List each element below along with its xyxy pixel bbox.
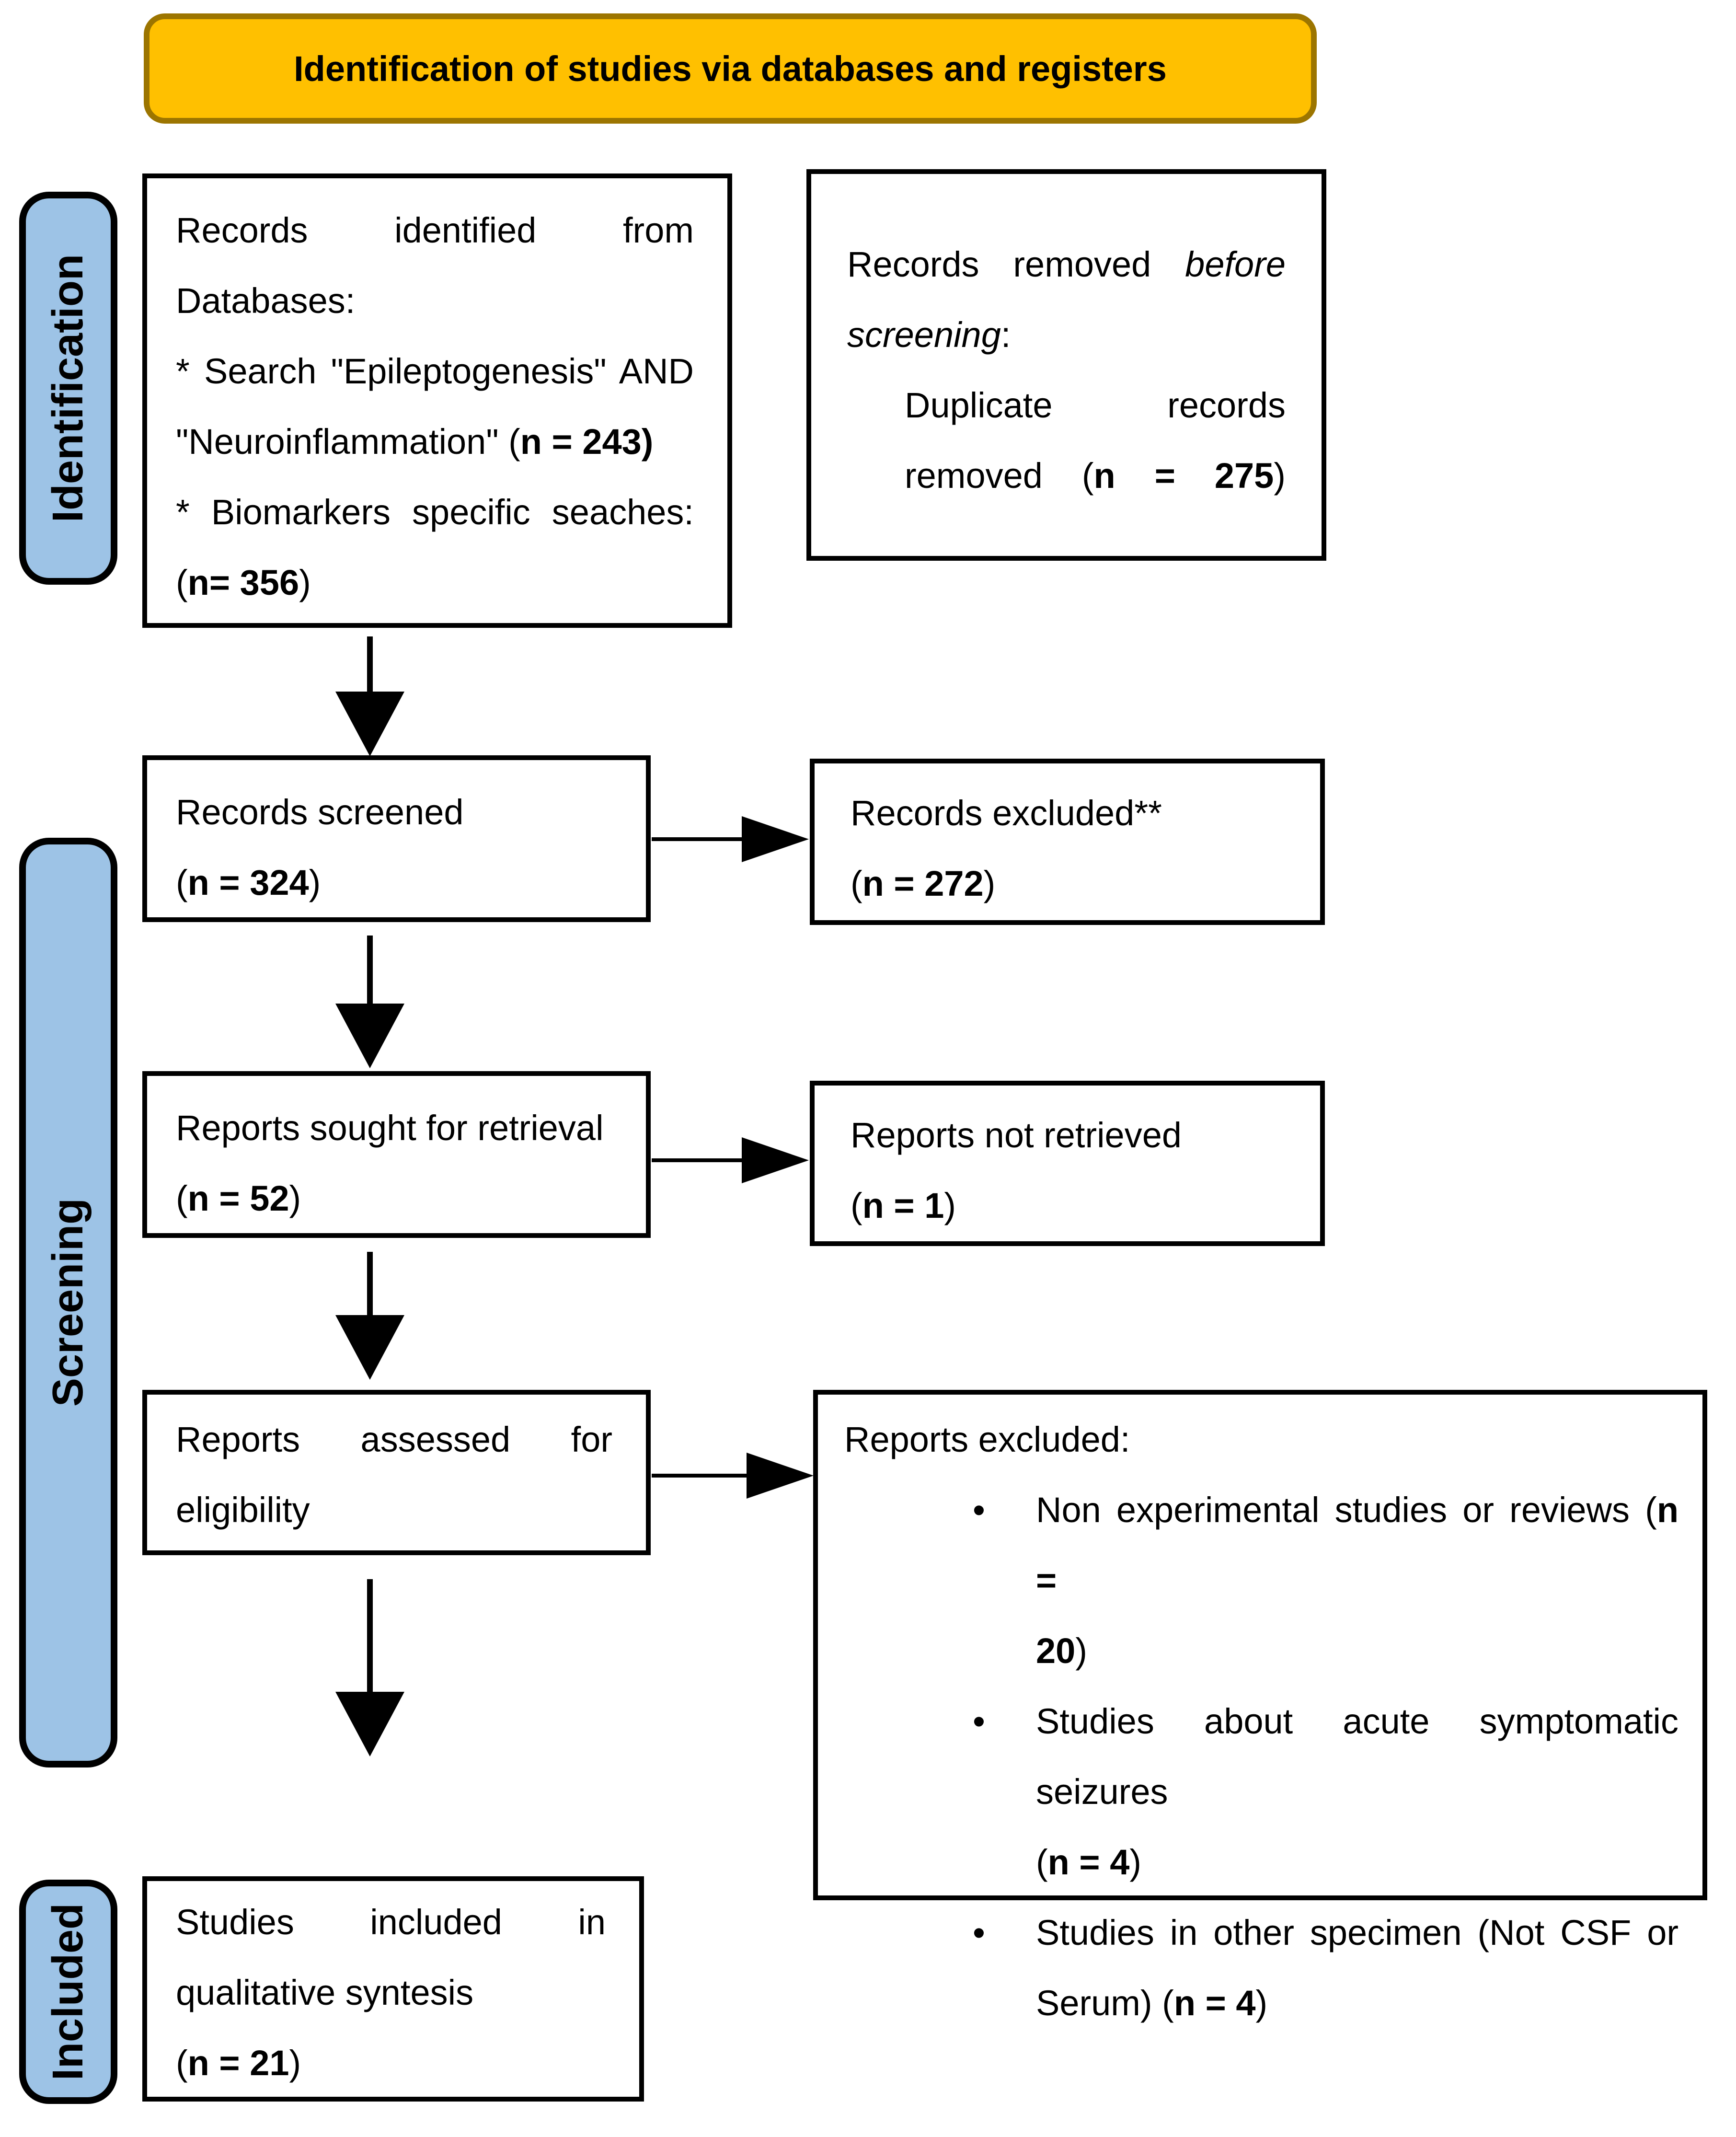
arrow-sought-to-assessed-stem — [367, 1252, 373, 1317]
excluded-reason-2-line2: (n = 4) — [1036, 1842, 1142, 1882]
stage-label-included-text: Included — [44, 1903, 92, 2081]
title-banner: Identification of studies via databases … — [144, 13, 1317, 124]
records-screened-label: Records screened — [176, 792, 464, 832]
reports-sought-label: Reports sought for retrieval — [176, 1108, 604, 1148]
records-excluded-count: (n = 272) — [851, 864, 996, 903]
stage-label-screening: Screening — [19, 838, 117, 1767]
arrow-assessed-to-included-head — [335, 1692, 404, 1756]
studies-included-line1: Studies included in — [176, 1902, 606, 1942]
box-records-removed: Records removed before screening: Duplic… — [806, 169, 1326, 561]
arrow-assessed-to-reasons-stem — [652, 1474, 748, 1478]
excluded-reason-3-line1: Studies in other specimen (Not CSF or — [1036, 1913, 1679, 1952]
records-identified-line4: "Neuroinflammation" (n = 243) — [176, 422, 654, 462]
records-identified-line2: Databases: — [176, 281, 356, 321]
box-records-screened: Records screened (n = 324) — [142, 755, 651, 922]
records-identified-line5: * Biomarkers specific seaches: — [176, 492, 694, 532]
box-studies-included: Studies included in qualitative syntesis… — [142, 1876, 644, 2102]
records-removed-line2: screening: — [847, 315, 1011, 355]
records-screened-count: (n = 324) — [176, 863, 321, 902]
excluded-reason-1-line2: 20) — [1036, 1631, 1087, 1671]
diagram-title: Identification of studies via databases … — [294, 48, 1167, 89]
excluded-reason-acute-seizures: • Studies about acute symptomatic seizur… — [844, 1686, 1679, 1897]
reports-not-retrieved-label: Reports not retrieved — [851, 1115, 1182, 1155]
box-records-identified: Records identified from Databases: * Sea… — [142, 173, 732, 628]
arrow-assessed-to-reasons-head — [747, 1453, 814, 1499]
stage-label-screening-text: Screening — [44, 1198, 92, 1407]
arrow-assessed-to-included-stem — [367, 1579, 373, 1693]
reports-assessed-line2: eligibility — [176, 1490, 310, 1530]
reports-assessed-line1: Reports assessed for — [176, 1420, 612, 1459]
stage-label-identification: Identification — [19, 192, 117, 585]
stage-label-included: Included — [19, 1880, 117, 2104]
excluded-reason-1-line1: Non experimental studies or reviews (n = — [1036, 1490, 1679, 1600]
bullet-icon: • — [973, 1490, 985, 1530]
arrow-screened-to-excluded-head — [742, 816, 809, 862]
excluded-reason-non-experimental: • Non experimental studies or reviews (n… — [844, 1475, 1679, 1686]
box-reports-not-retrieved: Reports not retrieved (n = 1) — [810, 1081, 1325, 1246]
arrow-sought-to-not-retrieved-head — [742, 1137, 809, 1183]
arrow-screened-to-excluded-stem — [652, 837, 744, 841]
arrow-screened-to-sought-head — [335, 1004, 404, 1068]
bullet-icon: • — [973, 1913, 985, 1952]
records-removed-line3: Duplicate records — [905, 385, 1286, 425]
reports-not-retrieved-count: (n = 1) — [851, 1186, 956, 1225]
box-records-excluded: Records excluded** (n = 272) — [810, 759, 1325, 925]
arrow-identified-to-screened-head — [335, 692, 404, 756]
stage-label-identification-text: Identification — [44, 254, 92, 522]
excluded-reason-other-specimen: • Studies in other specimen (Not CSF or … — [844, 1897, 1679, 2038]
arrow-sought-to-assessed-head — [335, 1315, 404, 1380]
arrow-screened-to-sought-stem — [367, 936, 373, 1005]
records-excluded-label: Records excluded** — [851, 793, 1162, 833]
records-removed-line1: Records removed before — [847, 244, 1286, 284]
reports-excluded-heading: Reports excluded: — [844, 1420, 1130, 1459]
records-identified-line3: * Search "Epileptogenesis" AND — [176, 351, 694, 391]
box-reports-excluded-reasons: Reports excluded: • Non experimental stu… — [813, 1390, 1707, 2023]
reports-sought-count: (n = 52) — [176, 1178, 301, 1218]
records-identified-line1: Records identified from — [176, 210, 694, 250]
arrow-sought-to-not-retrieved-stem — [652, 1158, 744, 1162]
studies-included-count: (n = 21) — [176, 2043, 301, 2083]
excluded-reason-2-line1: Studies about acute symptomatic seizures — [1036, 1701, 1679, 1812]
studies-included-line2: qualitative syntesis — [176, 1973, 474, 2012]
excluded-reason-3-line2: Serum) (n = 4) — [1036, 1983, 1268, 2023]
arrow-identified-to-screened-stem — [367, 636, 373, 694]
records-removed-count: removed (n = 275) — [905, 456, 1286, 496]
records-identified-count: (n= 356) — [176, 563, 311, 602]
box-reports-sought: Reports sought for retrieval (n = 52) — [142, 1071, 651, 1238]
box-reports-assessed: Reports assessed for eligibility — [142, 1390, 651, 1555]
bullet-icon: • — [973, 1701, 985, 1741]
